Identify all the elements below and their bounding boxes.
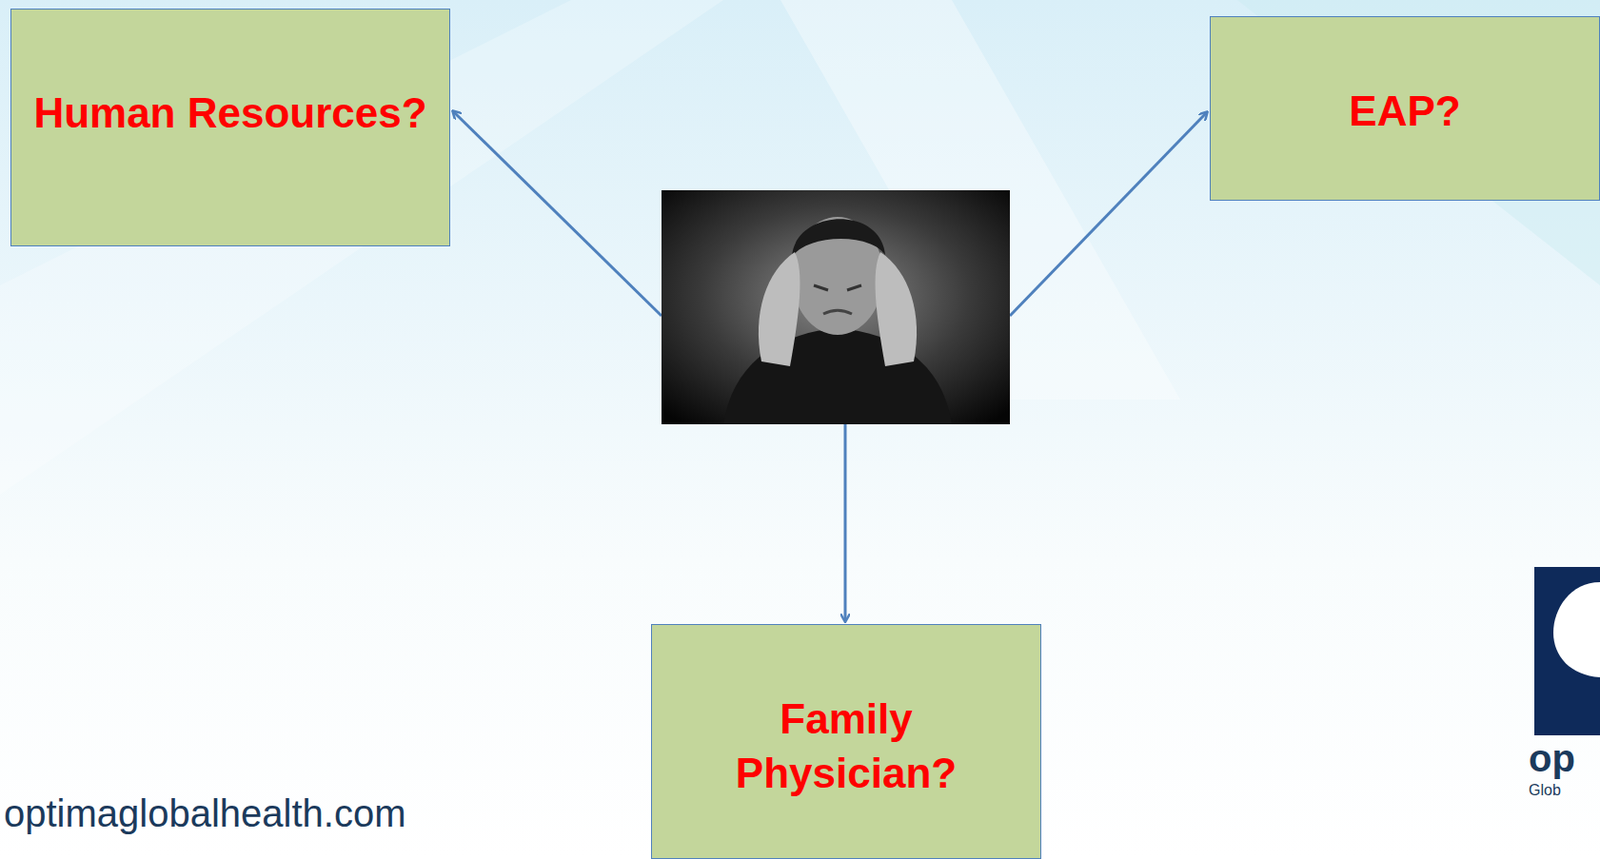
process-box: Human Resources?: [10, 8, 451, 247]
box-text: Family Physician?: [670, 691, 1023, 801]
box-text: Human Resources?: [33, 85, 427, 140]
company-logo: [1534, 567, 1600, 736]
arrow-line: [1009, 112, 1207, 317]
process-box: EAP?: [1209, 16, 1600, 201]
logo-subtext: Glob: [1528, 782, 1561, 800]
website-url: optimaglobalhealth.com: [3, 792, 406, 836]
box-text: EAP?: [1348, 83, 1461, 139]
arrow-line: [844, 424, 848, 622]
light-band: [0, 0, 724, 495]
logo-text: op: [1528, 737, 1576, 781]
stressed-man-photo: [661, 190, 1010, 425]
arrow-line: [453, 111, 662, 317]
process-box: Family Physician?: [651, 624, 1042, 859]
